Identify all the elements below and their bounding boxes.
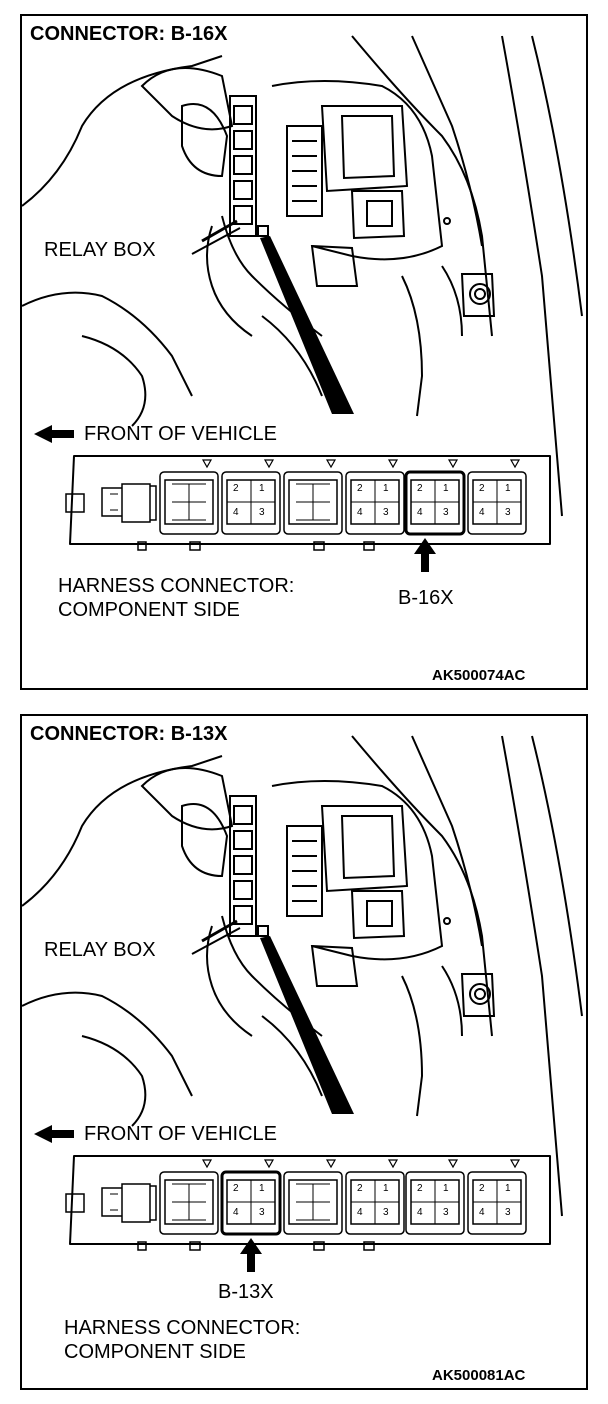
terminal-label: 3 [443, 507, 449, 518]
connector-callout-label: B-16X [398, 587, 454, 609]
figure-b13x: CONNECTOR: B-13X RELAY BOX FRONT OF VEHI… [20, 714, 588, 1390]
terminal-label: 3 [443, 1207, 449, 1218]
terminal-label: 3 [259, 1207, 265, 1218]
component-side-label: COMPONENT SIDE [58, 599, 240, 621]
terminal-label: 1 [443, 483, 449, 494]
front-of-vehicle-label: FRONT OF VEHICLE [84, 423, 277, 445]
terminal-label: 2 [357, 1183, 363, 1194]
harness-connector-label: HARNESS CONNECTOR: [58, 575, 295, 597]
socket-group-2 [159, 1170, 527, 1236]
relay-box-label: RELAY BOX [42, 239, 158, 261]
terminal-label: 2 [233, 1183, 239, 1194]
terminal-label: 1 [383, 483, 389, 494]
terminal-label: 1 [383, 1183, 389, 1194]
socket-group-1 [159, 470, 527, 536]
terminal-label: 4 [479, 507, 485, 518]
component-side-label: COMPONENT SIDE [64, 1341, 246, 1363]
harness-connector-label: HARNESS CONNECTOR: [64, 1317, 301, 1339]
engine-bay-drawing [22, 735, 583, 1272]
front-of-vehicle-label: FRONT OF VEHICLE [84, 1123, 277, 1145]
terminal-label: 2 [479, 1183, 485, 1194]
terminal-label: 1 [505, 483, 511, 494]
terminal-label: 3 [259, 507, 265, 518]
terminal-label: 4 [357, 507, 363, 518]
terminal-label: 4 [357, 1207, 363, 1218]
terminal-label: 3 [505, 507, 511, 518]
terminal-label: 2 [357, 483, 363, 494]
terminal-label: 4 [417, 507, 423, 518]
figure-code: AK500074AC [432, 667, 526, 684]
engine-bay-drawing [22, 35, 583, 572]
terminal-label: 4 [479, 1207, 485, 1218]
terminal-label: 3 [383, 507, 389, 518]
figure-b16x: CONNECTOR: B-16X RELAY BOX FRONT OF VEHI… [20, 14, 588, 690]
terminal-label: 1 [505, 1183, 511, 1194]
terminal-label: 1 [259, 483, 265, 494]
terminal-label: 4 [233, 1207, 239, 1218]
terminal-label: 2 [233, 483, 239, 494]
relay-box-label: RELAY BOX [42, 939, 158, 961]
terminal-label: 4 [417, 1207, 423, 1218]
terminal-label: 3 [383, 1207, 389, 1218]
connector-title: CONNECTOR: B-16X [30, 24, 231, 44]
terminal-label: 1 [443, 1183, 449, 1194]
terminal-label: 4 [233, 507, 239, 518]
terminal-label: 2 [479, 483, 485, 494]
connector-title: CONNECTOR: B-13X [30, 724, 231, 744]
terminal-label: 3 [505, 1207, 511, 1218]
terminal-label: 2 [417, 1183, 423, 1194]
terminal-label: 1 [259, 1183, 265, 1194]
connector-callout-label: B-13X [218, 1281, 274, 1303]
figure-code: AK500081AC [432, 1367, 526, 1384]
terminal-label: 2 [417, 483, 423, 494]
